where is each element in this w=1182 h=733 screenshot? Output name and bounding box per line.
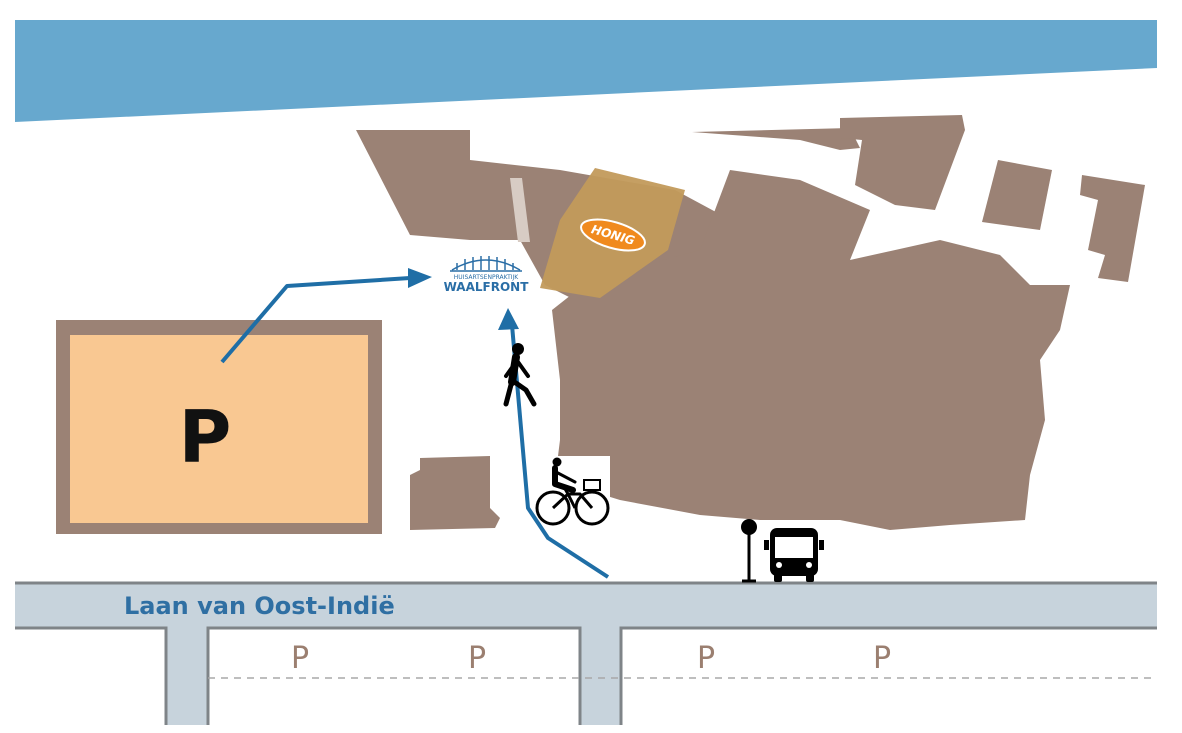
bicycle-icon: [535, 456, 610, 526]
logo-arch-icon: [450, 256, 522, 272]
street-parking-label-1: P: [291, 641, 309, 676]
walking-person-icon: [503, 343, 537, 407]
building-complex: [356, 115, 1145, 530]
river-water: [15, 20, 1157, 122]
passage-strip: [510, 178, 530, 242]
bus-icon: [764, 528, 824, 582]
street-parking-label-4: P: [873, 641, 891, 676]
parking-lot-label: P: [179, 395, 232, 479]
street-parking-label-3: P: [697, 641, 715, 676]
bus-stop-icon: [741, 519, 757, 583]
road-laan-van-oost-indie: Laan van Oost-Indië: [15, 581, 1157, 725]
route-arrow-icon: [220, 268, 432, 364]
street-parking-label-2: P: [468, 641, 486, 676]
logo-line-1: HUISARTSENPRAKTIJK: [454, 274, 520, 281]
road-name-label: Laan van Oost-Indië: [124, 592, 395, 620]
route-arrow-icon-2: [498, 308, 610, 579]
practice-logo[interactable]: HUISARTSENPRAKTIJK WAALFRONT: [444, 256, 530, 294]
logo-line-2: WAALFRONT: [444, 280, 530, 294]
honig-badge: HONIG: [580, 218, 646, 252]
parking-lot[interactable]: P: [56, 320, 382, 534]
